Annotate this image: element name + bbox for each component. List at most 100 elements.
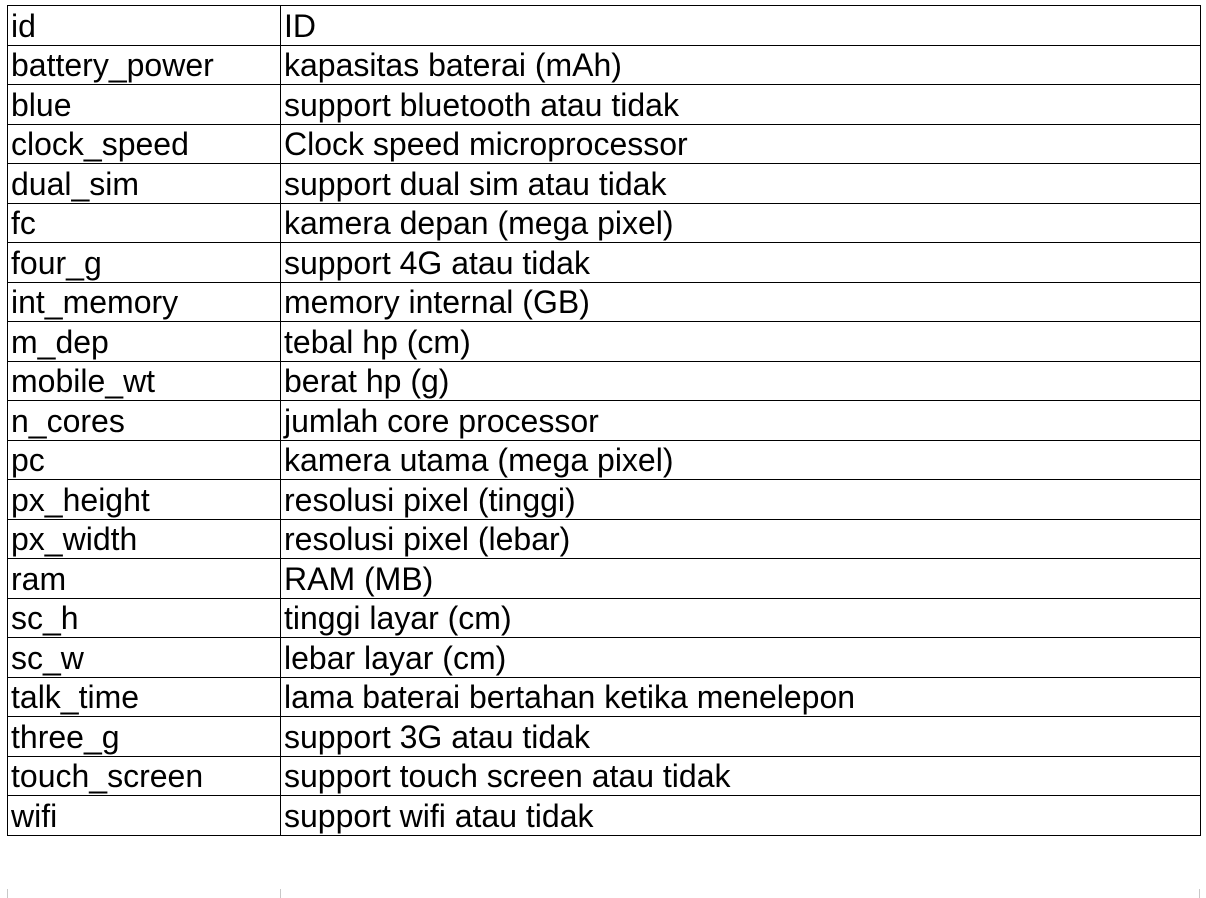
field-name-cell[interactable]: int_memory: [7, 281, 281, 322]
field-name-cell[interactable]: sc_h: [7, 597, 281, 638]
field-name-cell[interactable]: id: [7, 5, 281, 46]
field-description: jumlah core processor: [284, 402, 599, 439]
gridline-tick: [7, 889, 8, 898]
table-row: four_g support 4G atau tidak: [7, 242, 1201, 283]
table-row: touch_screen support touch screen atau t…: [7, 755, 1201, 796]
field-name: id: [11, 7, 36, 44]
field-name-cell[interactable]: battery_power: [7, 44, 281, 85]
field-name: int_memory: [11, 284, 179, 320]
field-description: lama baterai bertahan ketika menelepon: [284, 679, 856, 715]
field-description: berat hp (g): [284, 363, 450, 399]
field-name-cell[interactable]: sc_w: [7, 637, 281, 678]
field-description: tebal hp (cm): [284, 323, 471, 360]
table-row: talk_time lama baterai bertahan ketika m…: [7, 676, 1201, 717]
field-name: touch_screen: [11, 758, 204, 794]
table-row: pc kamera utama (mega pixel): [7, 439, 1201, 480]
field-name: px_height: [11, 481, 150, 518]
field-description-cell[interactable]: berat hp (g): [280, 360, 1201, 401]
field-description: Clock speed microprocessor: [284, 126, 688, 162]
field-name-cell[interactable]: ram: [7, 558, 281, 599]
field-description: lebar layar (cm): [284, 639, 507, 676]
feature-description-table: id ID battery_power kapasitas baterai (m…: [7, 5, 1201, 836]
field-name-cell[interactable]: touch_screen: [7, 755, 281, 796]
field-name: n_cores: [11, 402, 125, 439]
field-name: dual_sim: [11, 165, 140, 202]
table-row: px_width resolusi pixel (lebar): [7, 518, 1201, 559]
next-row-gridlines: [0, 889, 1206, 898]
field-description: tinggi layar (cm): [284, 600, 512, 636]
field-name: sc_w: [11, 639, 84, 676]
field-name-cell[interactable]: mobile_wt: [7, 360, 281, 401]
table-body: id ID battery_power kapasitas baterai (m…: [7, 5, 1201, 836]
field-name-cell[interactable]: n_cores: [7, 400, 281, 441]
field-description: resolusi pixel (lebar): [284, 521, 571, 557]
table-row: three_g support 3G atau tidak: [7, 716, 1201, 757]
field-description-cell[interactable]: tebal hp (cm): [280, 321, 1201, 362]
table-row: m_dep tebal hp (cm): [7, 321, 1201, 362]
field-description: resolusi pixel (tinggi): [284, 481, 576, 518]
field-description-cell[interactable]: ID: [280, 5, 1201, 46]
field-name-cell[interactable]: wifi: [7, 795, 281, 836]
field-description-cell[interactable]: lebar layar (cm): [280, 637, 1201, 678]
field-name: ram: [11, 560, 67, 597]
field-name: four_g: [11, 244, 102, 281]
gridline-tick: [280, 889, 281, 898]
field-description-cell[interactable]: resolusi pixel (tinggi): [280, 479, 1201, 520]
field-name-cell[interactable]: clock_speed: [7, 123, 281, 164]
field-description: kapasitas baterai (mAh): [284, 47, 622, 83]
field-description-cell[interactable]: kamera utama (mega pixel): [280, 439, 1201, 480]
table-row: fc kamera depan (mega pixel): [7, 202, 1201, 243]
table-row: int_memory memory internal (GB): [7, 281, 1201, 322]
field-description-cell[interactable]: support touch screen atau tidak: [280, 755, 1201, 796]
field-description: support 3G atau tidak: [284, 718, 590, 755]
field-name-cell[interactable]: dual_sim: [7, 163, 281, 204]
field-description-cell[interactable]: Clock speed microprocessor: [280, 123, 1201, 164]
field-description-cell[interactable]: support 4G atau tidak: [280, 242, 1201, 283]
table-row: blue support bluetooth atau tidak: [7, 84, 1201, 125]
field-description-cell[interactable]: resolusi pixel (lebar): [280, 518, 1201, 559]
table-row: mobile_wt berat hp (g): [7, 360, 1201, 401]
field-description: RAM (MB): [284, 560, 434, 597]
field-description: kamera utama (mega pixel): [284, 442, 674, 478]
field-description: support wifi atau tidak: [284, 797, 594, 834]
field-description-cell[interactable]: support wifi atau tidak: [280, 795, 1201, 836]
field-name: three_g: [11, 718, 120, 755]
field-name-cell[interactable]: px_width: [7, 518, 281, 559]
field-name: px_width: [11, 521, 138, 557]
field-description-cell[interactable]: RAM (MB): [280, 558, 1201, 599]
table-row: battery_power kapasitas baterai (mAh): [7, 44, 1201, 85]
field-description: support 4G atau tidak: [284, 244, 590, 281]
table-row: id ID: [7, 5, 1201, 46]
field-name: sc_h: [11, 600, 79, 636]
field-description-cell[interactable]: memory internal (GB): [280, 281, 1201, 322]
field-description-cell[interactable]: support dual sim atau tidak: [280, 163, 1201, 204]
field-description-cell[interactable]: jumlah core processor: [280, 400, 1201, 441]
field-name-cell[interactable]: three_g: [7, 716, 281, 757]
field-name: m_dep: [11, 323, 109, 360]
field-description-cell[interactable]: kapasitas baterai (mAh): [280, 44, 1201, 85]
field-name-cell[interactable]: px_height: [7, 479, 281, 520]
field-description-cell[interactable]: lama baterai bertahan ketika menelepon: [280, 676, 1201, 717]
field-name-cell[interactable]: pc: [7, 439, 281, 480]
field-description: support dual sim atau tidak: [284, 165, 667, 202]
field-description-cell[interactable]: kamera depan (mega pixel): [280, 202, 1201, 243]
field-description: ID: [284, 7, 316, 44]
table-row: px_height resolusi pixel (tinggi): [7, 479, 1201, 520]
field-description: kamera depan (mega pixel): [284, 205, 674, 241]
field-name-cell[interactable]: talk_time: [7, 676, 281, 717]
table-row: dual_sim support dual sim atau tidak: [7, 163, 1201, 204]
table-row: wifi support wifi atau tidak: [7, 795, 1201, 836]
field-description-cell[interactable]: support 3G atau tidak: [280, 716, 1201, 757]
field-name-cell[interactable]: m_dep: [7, 321, 281, 362]
field-name: clock_speed: [11, 126, 189, 162]
table-row: sc_h tinggi layar (cm): [7, 597, 1201, 638]
field-name-cell[interactable]: fc: [7, 202, 281, 243]
table-row: ram RAM (MB): [7, 558, 1201, 599]
field-name-cell[interactable]: four_g: [7, 242, 281, 283]
field-description-cell[interactable]: support bluetooth atau tidak: [280, 84, 1201, 125]
table-row: n_cores jumlah core processor: [7, 400, 1201, 441]
gridline-tick: [1199, 889, 1200, 898]
field-name-cell[interactable]: blue: [7, 84, 281, 125]
field-description-cell[interactable]: tinggi layar (cm): [280, 597, 1201, 638]
table-row: clock_speed Clock speed microprocessor: [7, 123, 1201, 164]
